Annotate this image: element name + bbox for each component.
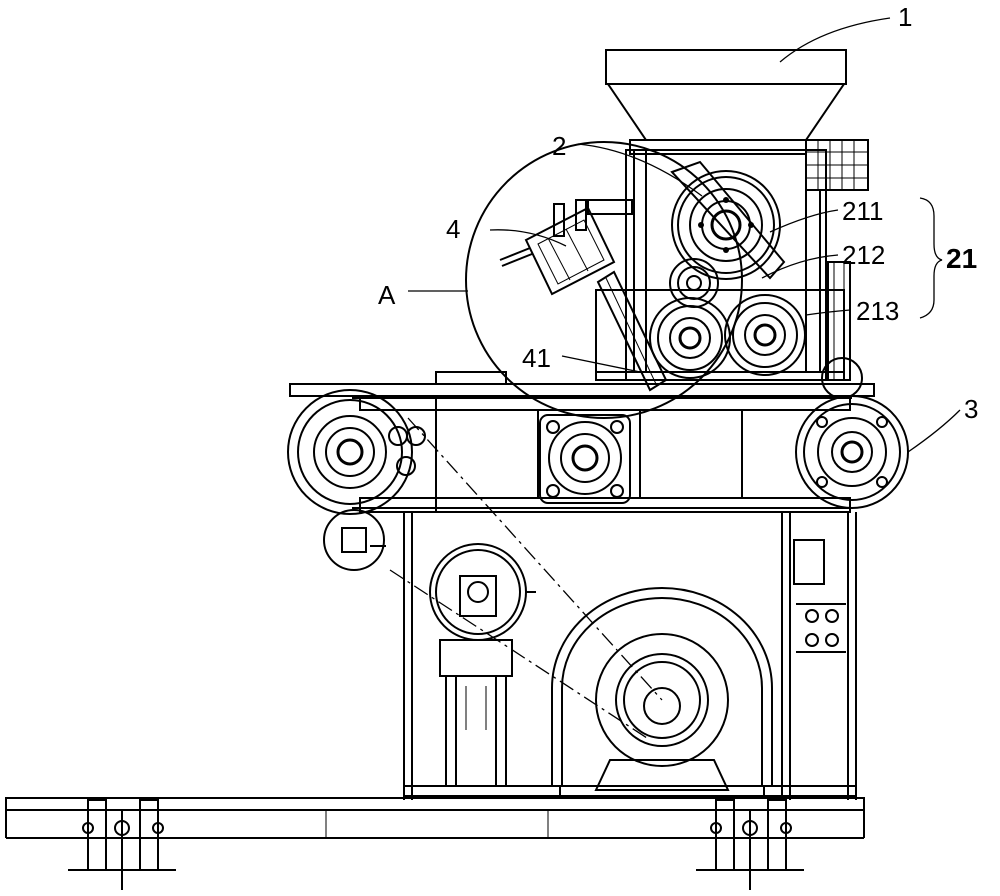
center-bearing bbox=[539, 414, 631, 504]
label-roller-set: 2 bbox=[552, 131, 566, 161]
roller-gear-left bbox=[649, 297, 731, 379]
label-roller-a: 211 bbox=[842, 196, 883, 226]
label-cutter: 4 bbox=[446, 214, 460, 244]
upper-housing bbox=[595, 139, 869, 381]
detail-circle-a bbox=[465, 141, 743, 419]
label-conveyor: 3 bbox=[964, 394, 978, 424]
cutter-assembly bbox=[499, 199, 668, 392]
right-tensioner bbox=[821, 357, 863, 399]
label-roller-b: 212 bbox=[842, 240, 885, 270]
hopper bbox=[605, 49, 847, 155]
drive-center-lines bbox=[389, 417, 663, 741]
leader-lines bbox=[408, 17, 961, 453]
left-small-pulley bbox=[323, 509, 386, 571]
middle-drum bbox=[429, 543, 536, 787]
label-hopper: 1 bbox=[898, 2, 912, 32]
label-roller-c: 213 bbox=[856, 296, 899, 326]
label-detail-a: A bbox=[378, 280, 396, 310]
drive-drum bbox=[551, 587, 773, 797]
roller-gear-right bbox=[724, 294, 806, 376]
conveyor-belt bbox=[352, 397, 852, 509]
right-pulley bbox=[795, 395, 909, 509]
label-blade: 41 bbox=[522, 343, 551, 373]
base-rail bbox=[5, 797, 865, 890]
label-roller-group: 21 bbox=[946, 243, 977, 274]
left-sprocket bbox=[287, 389, 426, 515]
conveyor-frame bbox=[289, 371, 875, 513]
